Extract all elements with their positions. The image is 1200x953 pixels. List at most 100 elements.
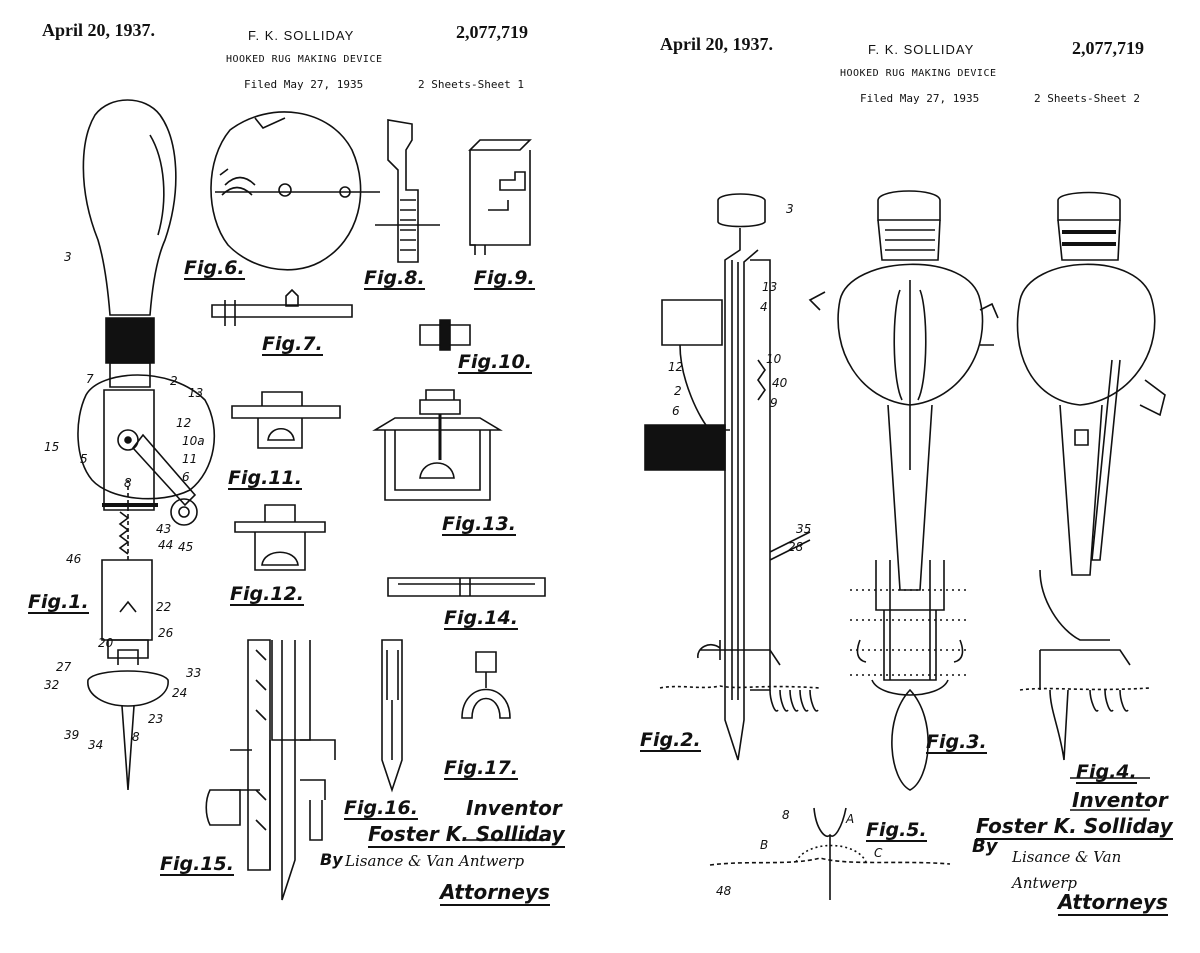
- fig1-crank-knob: [171, 499, 197, 525]
- sheet1-inventor-header: F. K. SOLLIDAY: [248, 28, 355, 43]
- fig7-label: Fig.7.: [262, 333, 323, 356]
- fig13-cap: [420, 390, 460, 414]
- ref-numeral: 27: [56, 660, 72, 674]
- fig1-disk: [78, 375, 214, 499]
- sheet2-drawings: [620, 0, 1200, 953]
- ref-numeral: 44: [158, 538, 174, 552]
- fig16-label: Fig.16.: [344, 797, 418, 820]
- ref-numeral: 7: [86, 372, 94, 386]
- ref-numeral: 3: [64, 250, 72, 264]
- ref-numeral: 8: [124, 476, 132, 490]
- ref-numeral: 24: [172, 686, 188, 700]
- ref-numeral: 39: [64, 728, 80, 742]
- fig3-disk: [838, 264, 982, 405]
- ref-numeral: 34: [88, 738, 104, 752]
- fig1-handle-shade: [150, 135, 164, 235]
- fig12-body: [235, 505, 325, 532]
- fig8-label: Fig.8.: [364, 267, 425, 290]
- ref-numeral: 45: [178, 540, 194, 554]
- ref-numeral: 2: [170, 374, 178, 388]
- fig6-disk: [211, 112, 361, 270]
- ref-numeral: 6: [672, 404, 680, 418]
- sheet2-by: By: [972, 836, 998, 857]
- ref-numeral: 35: [796, 522, 812, 536]
- fig1-crank-arm: [133, 435, 195, 505]
- fig12-label: Fig.12.: [230, 583, 304, 606]
- ref-numeral: 6: [182, 470, 190, 484]
- ref-numeral: 8: [132, 730, 140, 744]
- ref-numeral: 28: [788, 540, 804, 554]
- fig1-ferrule: [106, 318, 154, 363]
- fig17-label: Fig.17.: [444, 757, 518, 780]
- fig2-label: Fig.2.: [640, 729, 701, 752]
- sheet2-inventor-header: F. K. SOLLIDAY: [868, 42, 975, 57]
- ref-numeral: 26: [158, 626, 174, 640]
- ref-numeral: 33: [186, 666, 202, 680]
- sheet2-inventor-label: Inventor: [1072, 788, 1168, 812]
- ref-numeral: 9: [770, 396, 778, 410]
- ref-numeral: C: [874, 846, 883, 860]
- sheet2-date: April 20, 1937.: [660, 34, 774, 54]
- fig4-knob: [1058, 193, 1120, 221]
- sheet2-sheet-label: 2 Sheets-Sheet 2: [1034, 92, 1140, 105]
- fig8-section: [388, 120, 418, 262]
- fig13-label: Fig.13.: [442, 513, 516, 536]
- fig9-label: Fig.9.: [474, 267, 535, 290]
- sheet2-patent-number: 2,077,719: [1072, 38, 1144, 58]
- fig1-lower-shaft: [102, 560, 152, 640]
- ref-numeral: 13: [188, 386, 204, 400]
- ref-numeral: 12: [176, 416, 192, 430]
- patent-sheet-1: April 20, 1937. F. K. SOLLIDAY 2,077,719…: [28, 20, 565, 906]
- fig11-label: Fig.11.: [228, 467, 302, 490]
- ref-numeral: 8: [782, 808, 790, 822]
- fig14-label: Fig.14.: [444, 607, 518, 630]
- sheet2-attorney-signature: Lisance & Van Antwerp: [1012, 848, 1122, 892]
- sheet1-date: April 20, 1937.: [42, 20, 156, 40]
- patent-sheet-2: April 20, 1937. F. K. SOLLIDAY 2,077,719…: [620, 0, 1200, 953]
- fig1-foot: [88, 671, 168, 706]
- sheet1-filed-date: Filed May 27, 1935: [244, 78, 364, 91]
- ref-numeral: 13: [762, 280, 778, 294]
- fig2-knob: [718, 194, 765, 227]
- fig5-label: Fig.5.: [866, 819, 927, 842]
- sheet1-sheet-label: 2 Sheets-Sheet 1: [418, 78, 524, 91]
- sheet1-attorney-signature: Lisance & Van Antwerp: [345, 852, 525, 870]
- fig3-label: Fig.3.: [926, 731, 987, 754]
- ref-numeral: 48: [716, 884, 732, 898]
- sheet1-patent-number: 2,077,719: [456, 22, 528, 42]
- ref-numeral: 4: [760, 300, 768, 314]
- sheet2-attorneys-label: Attorneys: [1058, 890, 1168, 916]
- sheet1-inventor-name: Foster K. Solliday: [368, 822, 565, 848]
- sheet2-title: HOOKED RUG MAKING DEVICE: [840, 68, 997, 79]
- ref-numeral: 12: [668, 360, 684, 374]
- sheet1-by: By: [320, 850, 343, 869]
- fig4-label: Fig.4.: [1076, 761, 1137, 784]
- fig6-label: Fig.6.: [184, 257, 245, 280]
- ref-numeral: 2: [674, 384, 682, 398]
- fig3-knob: [878, 191, 940, 220]
- sheet1-attorneys-label: Attorneys: [440, 880, 550, 906]
- ref-numeral: 22: [156, 600, 172, 614]
- ref-numeral: B: [760, 838, 769, 852]
- ref-numeral: 32: [44, 678, 60, 692]
- ref-numeral: 46: [66, 552, 82, 566]
- fig1-label: Fig.1.: [28, 591, 89, 614]
- ref-numeral: 3: [786, 202, 794, 216]
- ref-numeral: A: [846, 812, 855, 826]
- ref-numeral: 5: [80, 452, 88, 466]
- ref-numeral: 23: [148, 712, 164, 726]
- sheet1-inventor-label: Inventor: [466, 796, 562, 820]
- ref-numeral: 20: [98, 636, 114, 650]
- ref-numeral: 10: [766, 352, 782, 366]
- fig5-needle: [814, 808, 846, 836]
- fig7-plate: [212, 305, 352, 317]
- fig15-label: Fig.15.: [160, 853, 234, 876]
- ref-numeral: 43: [156, 522, 172, 536]
- fig4-disk: [1018, 264, 1155, 405]
- sheet2-inventor-name: Foster K. Solliday: [976, 814, 1173, 840]
- ref-numeral: 15: [44, 440, 60, 454]
- fig1-shaft: [104, 390, 154, 510]
- fig14-section: [388, 578, 545, 596]
- fig1-pivot: [118, 430, 138, 450]
- fig11-body: [232, 392, 340, 418]
